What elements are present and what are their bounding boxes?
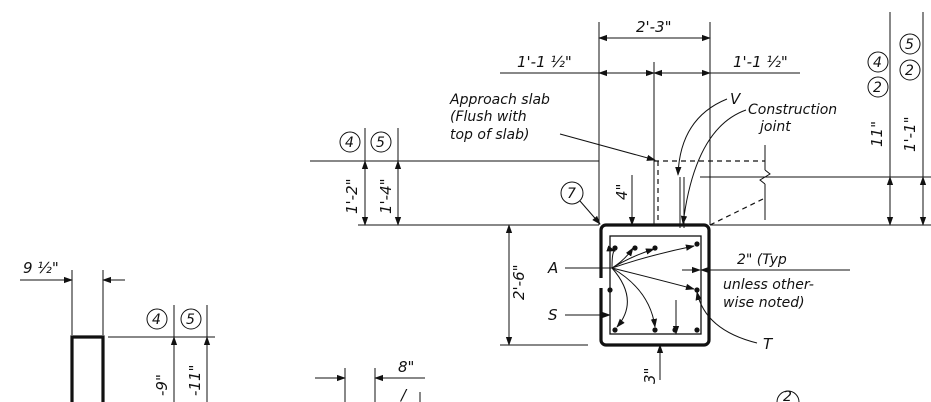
dim-8in: 8": [398, 358, 414, 376]
bubble-7: [560, 181, 584, 205]
dim-4in: 4": [613, 184, 631, 200]
label-top-of-slab: top of slab): [450, 127, 529, 143]
bubble-2-partial-label: 2: [783, 389, 792, 402]
slab-left-dimensions: 4 5 1'-2" 1'-4": [339, 128, 402, 226]
partial-bubble-2: 2: [776, 389, 800, 402]
bubble-2-right-a-label: 2: [873, 80, 882, 96]
label-unless: unless other-: [723, 277, 814, 293]
bubble-4-right-label: 4: [873, 55, 882, 71]
partial-glyph: /: [399, 386, 408, 402]
bubble-2-right-a: [867, 76, 889, 98]
lower-middle-detail: 8" /: [315, 358, 425, 402]
bar-callouts: A S T 2" (Typ unless other- wise noted): [547, 244, 850, 353]
bubble-7-callout: 7: [560, 181, 601, 225]
deck-outline: [310, 145, 931, 228]
label-v: V: [730, 90, 742, 108]
label-a: A: [547, 259, 558, 277]
bubble-4-right: [867, 51, 889, 73]
label-wise: wise noted): [723, 295, 805, 311]
label-typ: 2" (Typ: [737, 252, 787, 268]
bubble-5-lower: [180, 308, 202, 330]
dim-3in: 3": [641, 368, 659, 384]
dim-left-9: -9": [153, 374, 171, 396]
dim-right-11: 11": [868, 121, 886, 147]
top-dimensions: 2'-3" 1'-1 ½" 1'-1 ½": [500, 18, 800, 225]
label-joint: joint: [758, 119, 791, 135]
bubble-2-right-b-label: 2: [905, 63, 914, 79]
bubble-7-label: 7: [567, 186, 576, 202]
bubble-5-right: [899, 33, 921, 55]
dim-right-1-1: 1'-1": [901, 116, 919, 152]
bubble-5-left: [370, 131, 392, 153]
dim-top-right: 1'-1 ½": [733, 53, 788, 71]
bubble-5-right-label: 5: [905, 37, 914, 53]
dim-top-total: 2'-3": [636, 18, 672, 36]
dim-left-11: -11": [186, 365, 204, 396]
bubble-5-lower-label: 5: [186, 312, 195, 328]
label-s: S: [548, 306, 558, 324]
bubble-4-left-label: 4: [345, 135, 354, 151]
bubble-4-lower-label: 4: [152, 312, 161, 328]
bubble-4-lower: [146, 308, 168, 330]
dim-slab-1-4: 1'-4": [377, 178, 395, 214]
label-approach-slab: Approach slab: [449, 92, 550, 108]
bubble-4-left: [339, 131, 361, 153]
beam-dimensions: 2'-6" 4" 3": [500, 175, 680, 384]
dim-top-left: 1'-1 ½": [517, 53, 572, 71]
bubble-2-right-b: [899, 59, 921, 81]
dim-left-width: 9 ½": [23, 259, 59, 277]
bubble-5-left-label: 5: [376, 135, 385, 151]
bubble-2-partial: [776, 390, 800, 402]
v-and-joint-callouts: V Construction joint: [675, 90, 837, 225]
dim-beam-depth: 2'-6": [510, 264, 528, 300]
lower-left-detail: 9 ½" 4 5 -9" -11": [20, 259, 215, 402]
right-dimensions: 5 4 2 2 11" 1'-1": [867, 12, 927, 226]
approach-slab-callout: Approach slab (Flush with top of slab): [449, 92, 656, 161]
label-t: T: [763, 335, 774, 353]
label-flush-with: (Flush with: [450, 109, 527, 125]
dim-slab-1-2: 1'-2": [343, 178, 361, 214]
label-construction: Construction: [748, 102, 837, 118]
